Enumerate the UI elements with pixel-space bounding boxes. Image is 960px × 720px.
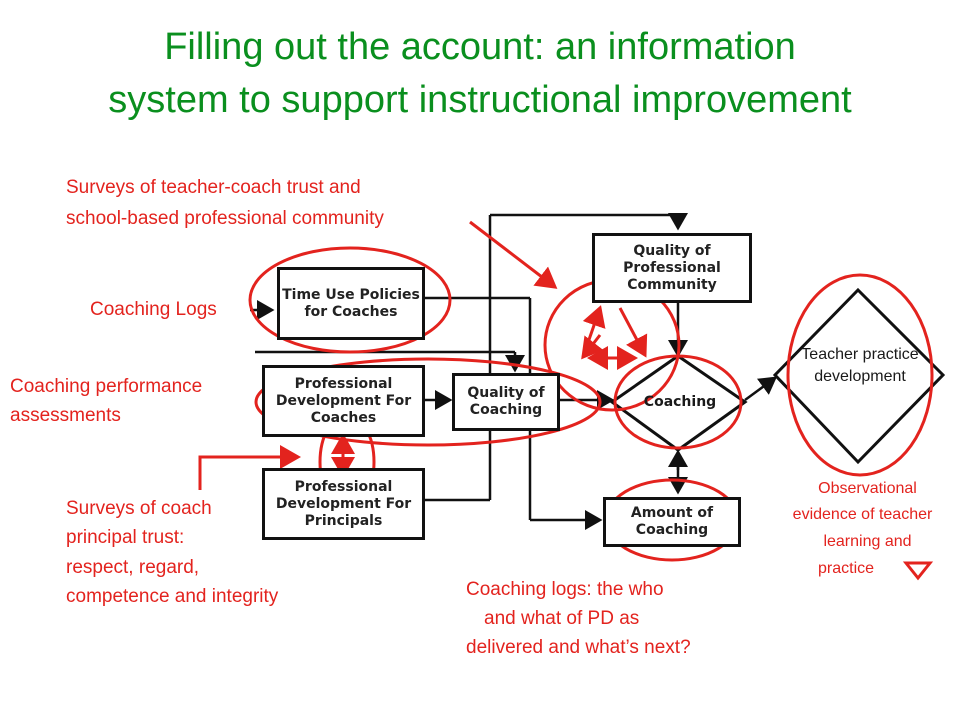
surveys-coach-line-1: Surveys of coach	[66, 498, 212, 519]
coaching-diamond-label: Coaching	[643, 394, 717, 410]
observational-line-2: evidence of teacher	[792, 506, 933, 523]
slide-title-line-2: system to support instructional improvem…	[108, 79, 852, 121]
arrow-surveys-to-community	[469, 220, 558, 289]
logs-who-line-1: Coaching logs: the who	[466, 579, 664, 600]
observational-line-1: Observational	[818, 480, 917, 497]
coaching-performance-line-2: assessments	[10, 405, 121, 426]
box-quality-community: Quality of Professional Community	[592, 233, 752, 303]
annotation-arrows	[198, 220, 648, 490]
coaching-performance-line-1: Coaching performance	[10, 376, 203, 397]
surveys-trust-line-1: Surveys of teacher-coach trust and	[66, 177, 361, 198]
observational-line-3: learning and	[823, 533, 912, 550]
ellipse-teacher-practice	[786, 273, 934, 477]
box-amount-coaching: Amount of Coaching	[603, 497, 741, 547]
surveys-coach-line-3: respect, regard,	[66, 557, 200, 578]
triangle-icon	[902, 561, 934, 581]
teacher-practice-diamond	[772, 287, 946, 465]
arrow-community-up-left	[581, 305, 606, 358]
box-time-use: Time Use Policies for Coaches	[277, 267, 425, 340]
arrow-surveys-coach	[198, 445, 301, 490]
surveys-trust-line-2: school-based professional community	[66, 208, 384, 229]
logs-who-line-2: and what of PD as	[484, 608, 640, 629]
slide-title-line-1: Filling out the account: an information	[164, 26, 796, 68]
ellipse-pd-coaching	[254, 357, 602, 447]
observational-line-4: practice	[818, 560, 875, 577]
diagram-connectors	[250, 213, 778, 530]
ellipse-coaching	[613, 354, 743, 450]
teacher-practice-label: Teacher practice development	[801, 346, 919, 385]
coaching-diamond	[609, 354, 748, 452]
arrow-community-down-right	[618, 307, 648, 358]
box-pd-principals: Professional Development For Principals	[262, 468, 425, 540]
arrow-to-teacher-practice	[744, 376, 778, 402]
box-pd-coaches: Professional Development For Coaches	[262, 365, 425, 437]
surveys-coach-line-4: competence and integrity	[66, 586, 279, 607]
logs-who-line-3: delivered and what’s next?	[466, 637, 691, 658]
surveys-coach-line-2: principal trust:	[66, 527, 185, 548]
coaching-logs-label: Coaching Logs	[90, 299, 217, 320]
box-quality-coaching: Quality of Coaching	[452, 373, 560, 431]
ellipse-time-use	[248, 246, 452, 354]
